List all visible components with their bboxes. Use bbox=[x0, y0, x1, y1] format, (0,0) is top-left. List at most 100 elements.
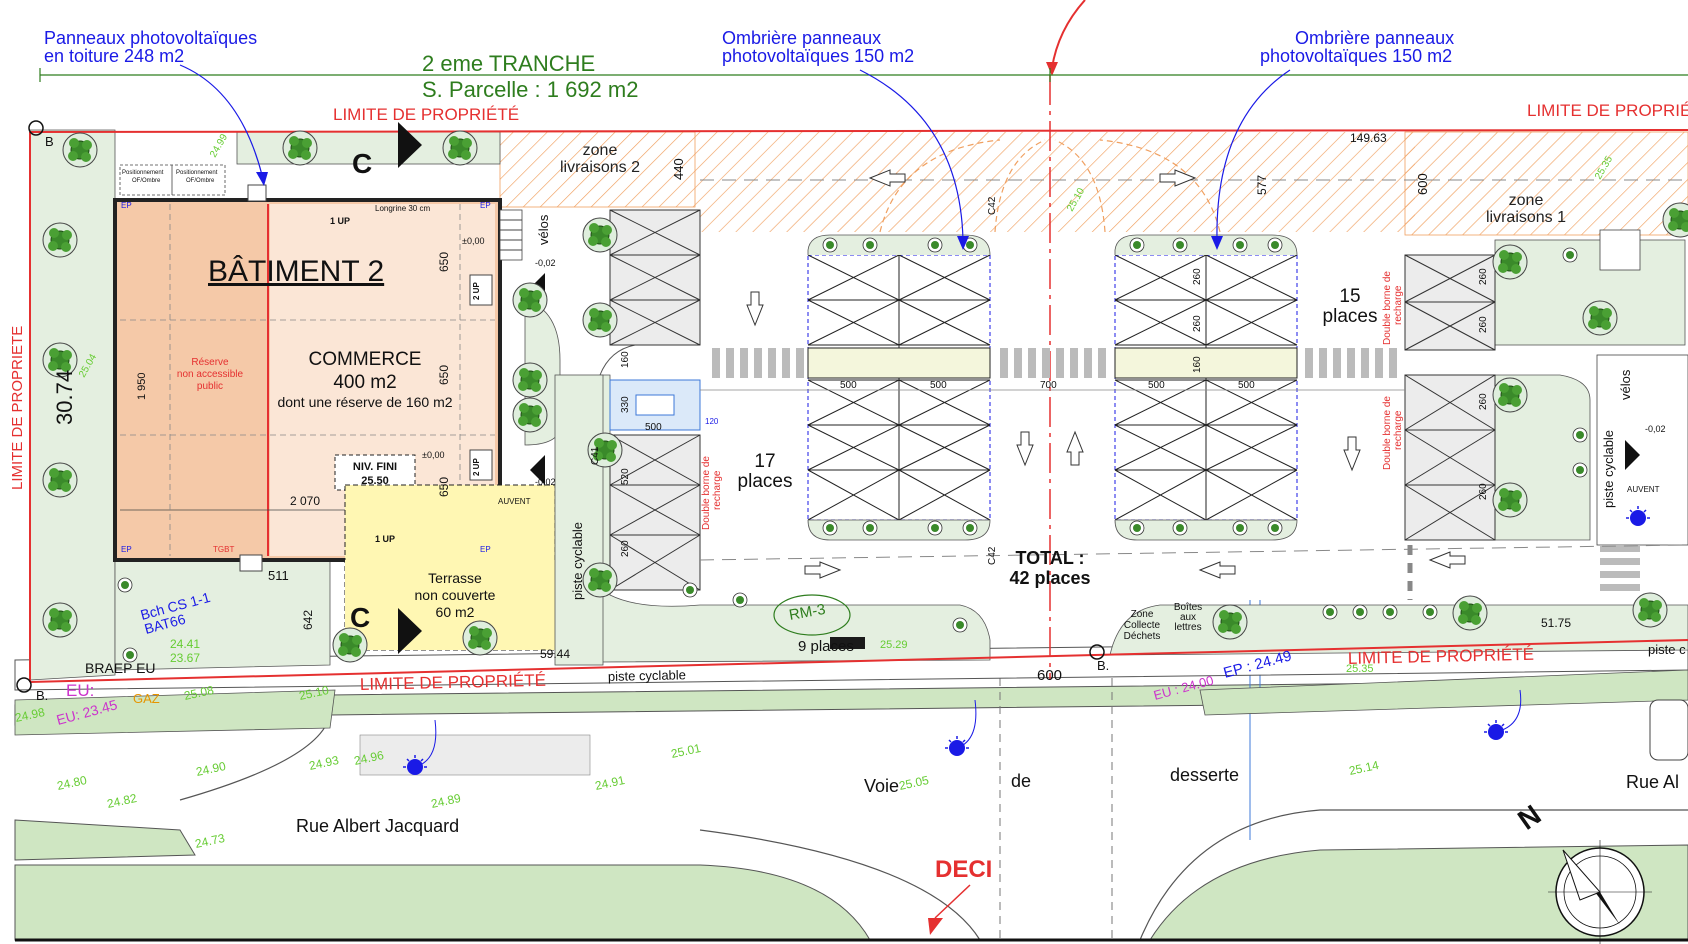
boites-3: lettres bbox=[1174, 622, 1201, 633]
ep-label-4: EP bbox=[480, 545, 491, 554]
places-15-label: places bbox=[1323, 306, 1378, 327]
niv-fini-value: 25.50 bbox=[361, 475, 389, 487]
corner-marker-b-south bbox=[16, 677, 32, 693]
borne-east-2b: recharge bbox=[1393, 410, 1404, 450]
ep-label-3: EP bbox=[121, 545, 132, 554]
ep-label-2: EP bbox=[480, 201, 491, 210]
elev-2505: 25.05 bbox=[898, 773, 931, 793]
positionnement-2a: Positionnement bbox=[176, 170, 218, 176]
rm3-places: 9 places bbox=[798, 638, 854, 655]
elev-2529: 25.29 bbox=[880, 639, 908, 651]
positionnement-2b: OF/Ombre bbox=[186, 178, 215, 184]
section-c-marker-bottom bbox=[398, 608, 422, 654]
island-block-1-bottom bbox=[807, 519, 991, 541]
dim-500-c: 500 bbox=[1148, 380, 1165, 391]
boites-1: Boîtes bbox=[1174, 602, 1202, 613]
borne-east-1b: recharge bbox=[1393, 285, 1404, 325]
pv-shade-2-line2: photovoltaïques 150 m2 bbox=[1260, 46, 1452, 66]
elev-2499: 24.99 bbox=[208, 132, 230, 160]
parking-center-block-1 bbox=[807, 254, 991, 521]
limite-west: LIMITE DE PROPRIETE bbox=[9, 326, 26, 490]
crosswalk-east bbox=[1305, 348, 1397, 378]
terrasse-line3: 60 m2 bbox=[436, 604, 475, 620]
elev-2489: 24.89 bbox=[430, 791, 463, 811]
longrine-label: Longrine 30 cm bbox=[375, 204, 430, 213]
north-arrow bbox=[1548, 840, 1652, 944]
hatched-zone-mid bbox=[695, 132, 1415, 232]
dim-1950: 1 950 bbox=[136, 372, 148, 400]
piste-vertical-1: piste cyclable bbox=[570, 522, 585, 600]
places-15-count: 15 bbox=[1339, 286, 1360, 307]
dim-260-g: 260 bbox=[1478, 483, 1489, 500]
pv-roof-line2: en toiture 248 m2 bbox=[44, 46, 184, 66]
dim-650-a: 650 bbox=[437, 252, 451, 272]
tgbt-label: TGBT bbox=[213, 545, 234, 554]
crosswalk-west bbox=[712, 348, 804, 378]
sidewalk-lower bbox=[14, 689, 336, 736]
positionnement-1b: OF/Ombre bbox=[132, 178, 161, 184]
red-arrow-head bbox=[1046, 62, 1058, 76]
road-verge-bottom-right bbox=[1149, 844, 1688, 941]
road-verge-bottom-left bbox=[14, 819, 196, 861]
commerce-area-value: 400 m2 bbox=[333, 372, 396, 393]
dim-500-d: 500 bbox=[1238, 380, 1255, 391]
road-parking-grey bbox=[359, 734, 591, 776]
dim-600-road: 600 bbox=[1037, 667, 1062, 684]
rm3-ellipse bbox=[773, 594, 851, 636]
zone-liv-2-line1: zone bbox=[583, 142, 618, 159]
auvent-2: AUVENT bbox=[1627, 485, 1660, 494]
bike-lane-strip bbox=[554, 374, 604, 666]
dim-330: 330 bbox=[620, 396, 631, 413]
rue-albert-jacquard: Rue Albert Jacquard bbox=[296, 816, 459, 836]
elev-2501: 25.01 bbox=[670, 741, 703, 761]
dim-2070: 2 070 bbox=[290, 494, 320, 508]
section-c-top: C bbox=[352, 148, 372, 179]
pv-shade-1-line1: Ombrière panneaux bbox=[722, 28, 881, 48]
dim-500-pmr: 500 bbox=[645, 422, 662, 433]
parcelle-area: S. Parcelle : 1 692 m2 bbox=[422, 77, 638, 102]
total-value: 42 places bbox=[1009, 568, 1090, 588]
up-east-2: 2 UP bbox=[472, 458, 481, 476]
dim-5175: 51.75 bbox=[1541, 616, 1571, 630]
b-mid: B. bbox=[1097, 658, 1109, 673]
tranche-title: 2 eme TRANCHE bbox=[422, 51, 595, 76]
dim-642: 642 bbox=[301, 610, 315, 630]
parcel bbox=[29, 129, 1688, 681]
rm-box bbox=[830, 637, 865, 649]
dim-14963: 149.63 bbox=[1350, 131, 1387, 145]
dim-520: 520 bbox=[620, 468, 631, 485]
elev-2491: 24.91 bbox=[594, 773, 627, 793]
dim-c42-b: C42 bbox=[987, 546, 998, 565]
dim-577: 577 bbox=[1255, 175, 1269, 195]
desserte-word: desserte bbox=[1170, 765, 1239, 785]
dim-c42-a: C42 bbox=[987, 196, 998, 215]
dim-m002-b: -0,02 bbox=[535, 477, 556, 487]
up-north: 1 UP bbox=[330, 216, 350, 226]
commerce-title: COMMERCE bbox=[309, 349, 422, 370]
road-verge-bottom bbox=[14, 864, 871, 941]
dim-700: 700 bbox=[1040, 380, 1057, 391]
dim-600-east: 600 bbox=[1415, 173, 1430, 195]
elev-2498: 24.98 bbox=[14, 705, 47, 725]
dim-m002-c: -0,02 bbox=[1645, 424, 1666, 434]
pv-shade-1-line2: photovoltaïques 150 m2 bbox=[722, 46, 914, 66]
elev-2482: 24.82 bbox=[106, 791, 139, 811]
corner-marker-b-mid bbox=[1089, 644, 1105, 660]
dim-260-e: 260 bbox=[1478, 316, 1489, 333]
hatched-zone-west bbox=[499, 131, 696, 208]
up-south: 1 UP bbox=[375, 534, 395, 544]
limite-north-2: LIMITE DE PROPRIÉTÉ bbox=[1527, 101, 1688, 120]
b-north: B bbox=[45, 134, 54, 149]
dim-260-west: 260 bbox=[620, 540, 631, 557]
bike-lane-curve bbox=[599, 344, 700, 376]
section-c-bottom: C bbox=[350, 602, 370, 633]
reserve-line1: Réserve bbox=[191, 357, 229, 368]
dim-c41: C41 bbox=[590, 446, 601, 465]
green-middle-curve bbox=[599, 374, 991, 663]
island-block-1-top bbox=[807, 234, 991, 256]
road-curve-mid bbox=[699, 829, 981, 941]
places-17-count: 17 bbox=[754, 451, 775, 472]
piste-bottom: piste cyclable bbox=[608, 667, 686, 684]
dim-440: 440 bbox=[671, 158, 686, 180]
